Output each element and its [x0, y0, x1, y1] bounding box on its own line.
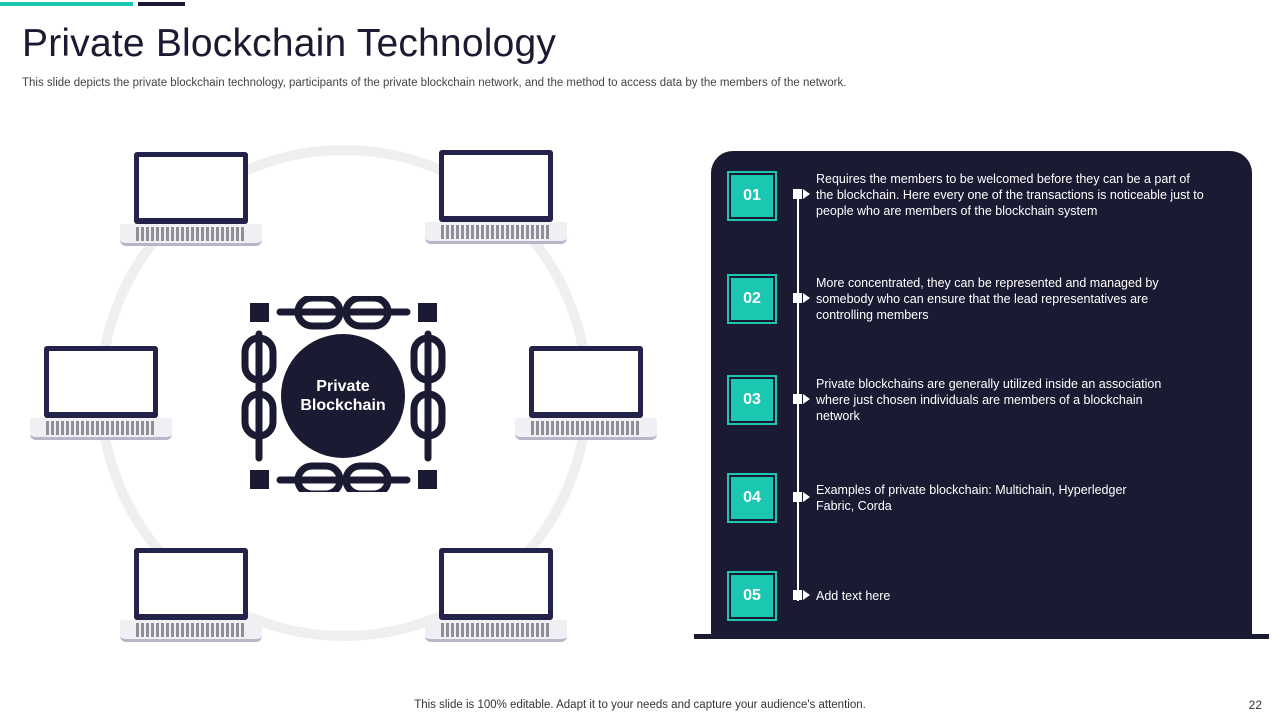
timeline-marker-icon	[793, 589, 813, 601]
laptop-icon	[26, 346, 176, 446]
laptop-icon	[421, 548, 571, 648]
laptop-icon	[511, 346, 661, 446]
center-hub-circle: Private Blockchain	[281, 334, 405, 458]
chain-link-icon	[410, 330, 446, 462]
item-text: Add text here	[816, 589, 891, 603]
timeline-marker-icon	[793, 393, 813, 405]
timeline-marker-icon	[793, 491, 813, 503]
chain-link-icon	[241, 330, 277, 462]
laptop-icon	[421, 150, 571, 250]
chain-link-icon	[276, 296, 411, 330]
item-number-badge: 03	[727, 375, 777, 425]
chain-frame	[241, 296, 446, 492]
item-number-badge: 05	[727, 571, 777, 621]
item-text: Private blockchains are generally utiliz…	[816, 377, 1162, 423]
top-accent-bar-dark	[138, 2, 185, 6]
laptop-icon	[116, 548, 266, 648]
center-hub-label: Private Blockchain	[300, 378, 386, 414]
timeline-marker-icon	[793, 292, 813, 304]
item-text: Requires the members to be welcomed befo…	[816, 172, 1204, 218]
item-number-badge: 01	[727, 171, 777, 221]
timeline-marker-icon	[793, 188, 813, 200]
panel-baseline	[694, 634, 1269, 639]
slide-subtitle: This slide depicts the private blockchai…	[22, 77, 847, 89]
slide-footer: This slide is 100% editable. Adapt it to…	[414, 699, 866, 711]
top-accent-bar-teal	[0, 2, 133, 6]
item-text: Examples of private blockchain: Multicha…	[816, 483, 1127, 513]
page-number: 22	[1248, 698, 1262, 712]
item-text: More concentrated, they can be represent…	[816, 276, 1159, 322]
item-number-badge: 02	[727, 274, 777, 324]
slide-title: Private Blockchain Technology	[22, 22, 557, 65]
chain-link-icon	[276, 462, 411, 492]
item-number-badge: 04	[727, 473, 777, 523]
laptop-icon	[116, 152, 266, 252]
